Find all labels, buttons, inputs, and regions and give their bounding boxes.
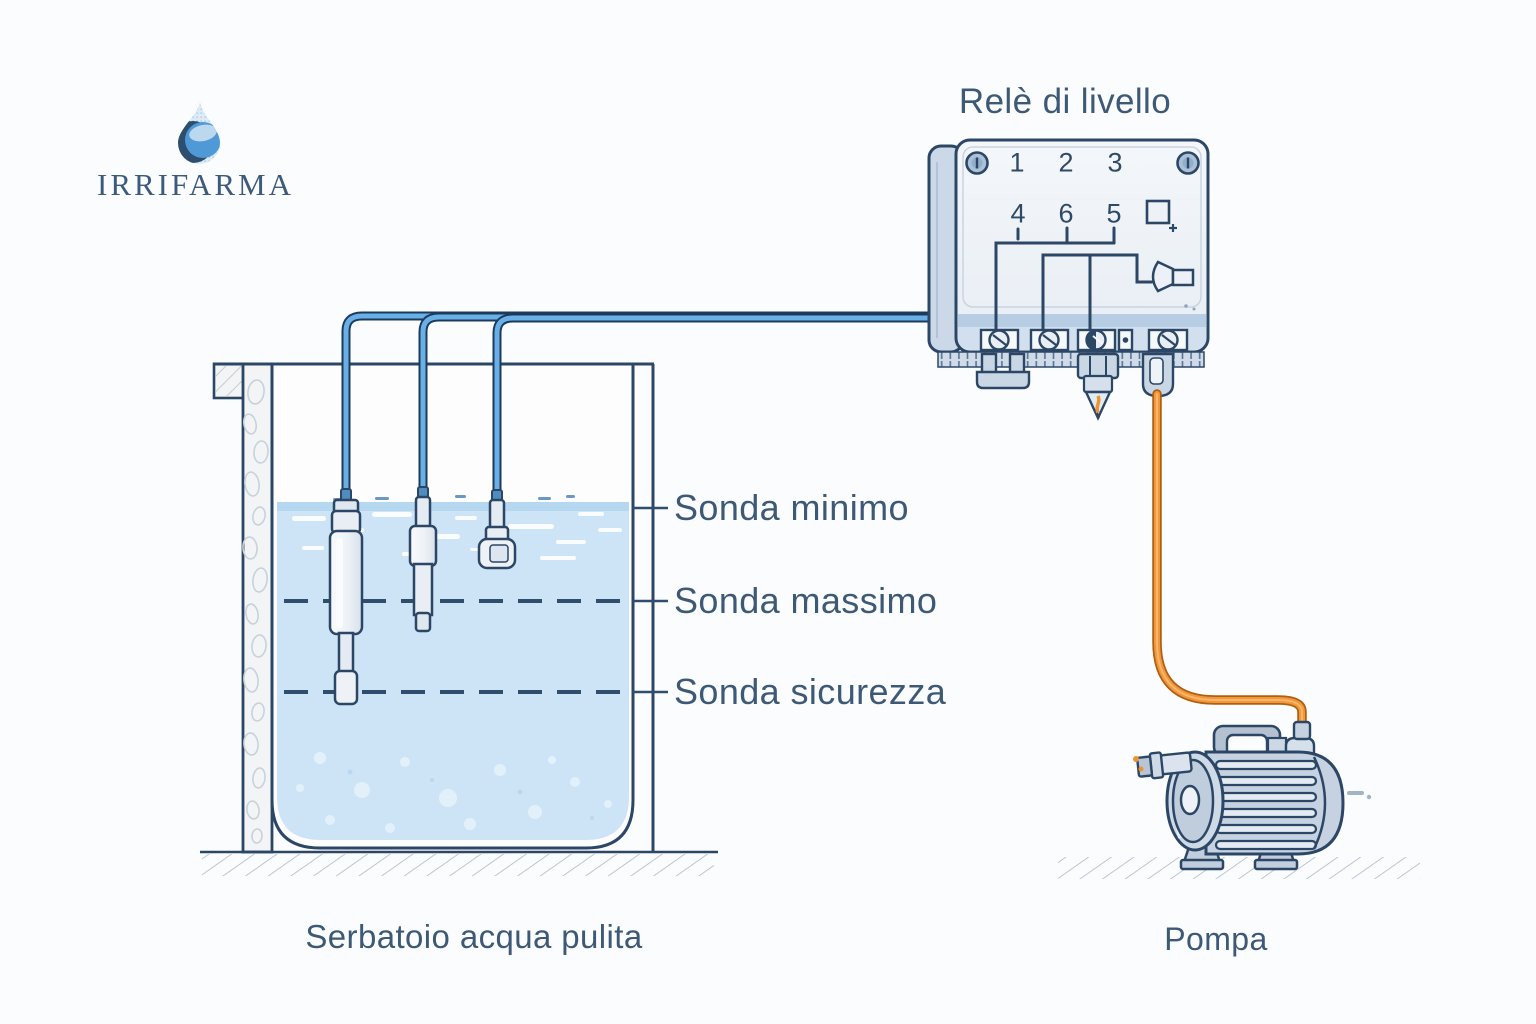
label-sonda-minimo: Sonda minimo — [674, 487, 909, 528]
tank — [200, 362, 718, 876]
pump-power-cable — [1152, 389, 1307, 731]
pump-end-cap-line — [1312, 756, 1327, 850]
square-indicator-icon — [1145, 199, 1177, 232]
water-bubbles — [296, 752, 612, 833]
brand-logo-text: IRRIFARMA — [97, 167, 294, 202]
pump-outlet — [1133, 751, 1193, 780]
relay-title: Relè di livello — [958, 82, 1172, 121]
probe-max-medium — [408, 486, 438, 633]
stone-texture — [242, 379, 269, 844]
probe-min-float — [477, 489, 517, 570]
relay-terminal-number-3: 3 — [1107, 147, 1123, 178]
relay-terminal-number-5: 5 — [1106, 198, 1122, 229]
relay-terminal-number-1: 1 — [1009, 147, 1025, 178]
probes — [328, 486, 517, 706]
pump-ground-hatch — [1058, 857, 1420, 879]
relay-wiring-lines — [994, 226, 1154, 333]
label-sonda-sicurezza: Sonda sicurezza — [674, 671, 947, 712]
tank-caption: Serbatoio acqua pulita — [305, 918, 643, 955]
screw-icon-right — [1176, 151, 1200, 175]
pump-handle — [1212, 724, 1288, 758]
water — [277, 502, 629, 840]
mounting-rail — [937, 351, 1205, 368]
label-sonda-massimo: Sonda massimo — [674, 580, 938, 621]
pump — [1058, 720, 1420, 879]
ground-hatch — [202, 854, 714, 876]
level-label-ticks — [633, 506, 668, 694]
screw-icon-left — [965, 151, 989, 175]
pump-caption: Pompa — [1164, 921, 1268, 957]
pump-fins — [1214, 759, 1318, 851]
probe-safety-long — [328, 488, 364, 706]
probe-cables — [341, 311, 935, 505]
relay-terminal-number-2: 2 — [1058, 147, 1074, 178]
pump-head — [1165, 750, 1225, 852]
relay-terminal-number-4: 4 — [1010, 198, 1026, 229]
horn-icon — [1151, 260, 1195, 293]
relay-body — [956, 140, 1208, 352]
motion-dash — [1347, 791, 1364, 795]
water-drop-icon — [178, 100, 220, 164]
relay-connector-center — [1076, 352, 1120, 421]
level-relay — [927, 138, 1210, 421]
relay-terminal-number-6: 6 — [1058, 198, 1074, 229]
relay-connector-left — [975, 352, 1031, 390]
relay-terminals — [979, 328, 1189, 352]
